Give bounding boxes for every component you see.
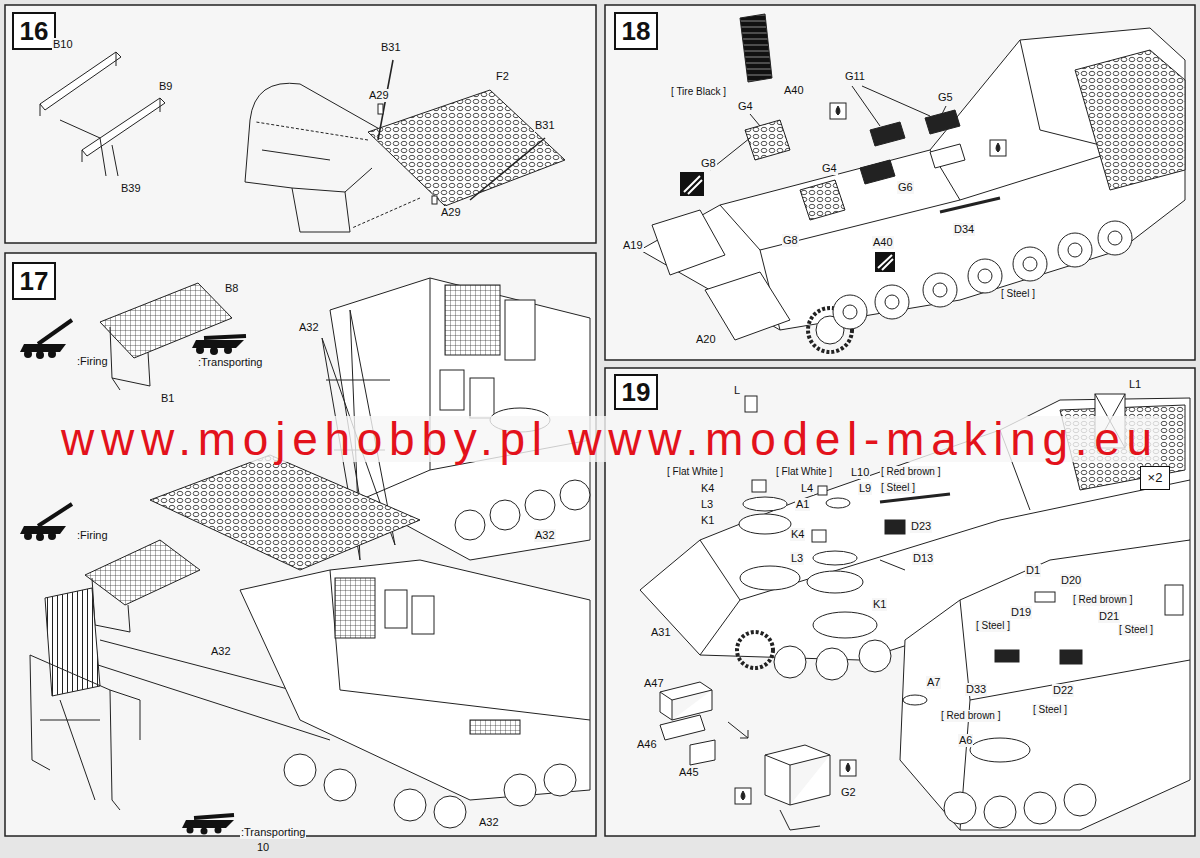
step-number: 17 [20, 267, 49, 296]
part-number: B31 [380, 41, 402, 54]
part-number: D33 [965, 683, 987, 696]
part-number: A19 [622, 239, 644, 252]
part-number: B8 [224, 282, 239, 295]
paint-callout: [ Steel ] [880, 482, 916, 494]
part-number: B10 [52, 38, 74, 51]
part-number: D1 [1025, 564, 1041, 577]
mode-label: :Transporting [240, 826, 306, 839]
step-number-box: 18 [614, 12, 658, 50]
step17-parts [30, 278, 590, 828]
part-number: A20 [695, 333, 717, 346]
paint-callout: [ Red brown ] [940, 710, 1001, 722]
mode-label: :Firing [76, 529, 109, 542]
part-number: D19 [1010, 606, 1032, 619]
part-number: G4 [821, 162, 838, 175]
part-number: L [733, 384, 741, 397]
paint-callout: [ Red brown ] [880, 466, 941, 478]
part-number: L1 [1128, 378, 1142, 391]
watermark: www.mojehobby.pl www.model-making.eu [60, 416, 1160, 462]
part-number: K1 [872, 598, 887, 611]
part-number: K1 [700, 514, 715, 527]
part-number: A45 [678, 766, 700, 779]
step-number: 19 [622, 378, 651, 407]
part-number: A6 [958, 734, 973, 747]
part-number: D20 [1060, 574, 1082, 587]
part-number: A1 [795, 498, 810, 511]
part-number: A32 [534, 529, 556, 542]
part-number: D21 [1098, 610, 1120, 623]
page-number: 10 [256, 841, 270, 854]
fit-icons [680, 172, 895, 272]
multiplier-box: ×2 [1140, 466, 1170, 490]
mode-label: :Transporting [197, 356, 263, 369]
part-number: A7 [926, 676, 941, 689]
part-number: L9 [858, 482, 872, 495]
part-number: G6 [897, 181, 914, 194]
step18-parts [640, 14, 1185, 352]
paint-callout: [ Steel ] [975, 620, 1011, 632]
part-number: D23 [910, 520, 932, 533]
part-number: B39 [120, 182, 142, 195]
part-number: A31 [650, 626, 672, 639]
part-number: G8 [700, 157, 717, 170]
step-number: 18 [622, 17, 651, 46]
part-number: A46 [636, 738, 658, 751]
step-number-box: 16 [12, 12, 56, 50]
part-number: L3 [700, 498, 714, 511]
step16-parts [40, 52, 565, 232]
part-number: A47 [643, 677, 665, 690]
paint-callout: [ Steel ] [1032, 704, 1068, 716]
part-number: B31 [534, 119, 556, 132]
part-number: A29 [368, 89, 390, 102]
part-number: A29 [440, 206, 462, 219]
part-number: F2 [495, 70, 510, 83]
part-number: K4 [700, 482, 715, 495]
part-number: A40 [783, 84, 805, 97]
part-number: D34 [953, 223, 975, 236]
part-number: G8 [782, 234, 799, 247]
part-number: D13 [912, 552, 934, 565]
step-number-box: 17 [12, 262, 56, 300]
step-panels [5, 5, 1195, 836]
part-number: A32 [298, 321, 320, 334]
part-number: A40 [872, 236, 894, 249]
mode-icons [20, 320, 246, 835]
paint-callout: [ Flat White ] [666, 466, 724, 478]
part-number: B9 [158, 80, 173, 93]
part-number: L4 [800, 482, 814, 495]
mode-label: :Firing [76, 355, 109, 368]
part-number: B1 [160, 392, 175, 405]
part-number: G5 [937, 91, 954, 104]
part-number: G4 [737, 100, 754, 113]
paint-callout: [ Red brown ] [1072, 594, 1133, 606]
part-number: L10 [850, 466, 870, 479]
part-number: D22 [1052, 684, 1074, 697]
part-number: A32 [210, 645, 232, 658]
part-number: G11 [844, 70, 866, 83]
step-number: ×2 [1148, 471, 1163, 485]
part-number: K4 [790, 528, 805, 541]
part-number: L3 [790, 552, 804, 565]
paint-callout: [ Steel ] [1000, 288, 1036, 300]
paint-callout: [ Steel ] [1118, 624, 1154, 636]
part-number: A32 [478, 816, 500, 829]
paint-callout: [ Flat White ] [775, 466, 833, 478]
paint-callout: [ Tire Black ] [670, 86, 727, 98]
step-number: 16 [20, 17, 49, 46]
part-number: G2 [840, 786, 857, 799]
step-number-box: 19 [614, 374, 658, 410]
